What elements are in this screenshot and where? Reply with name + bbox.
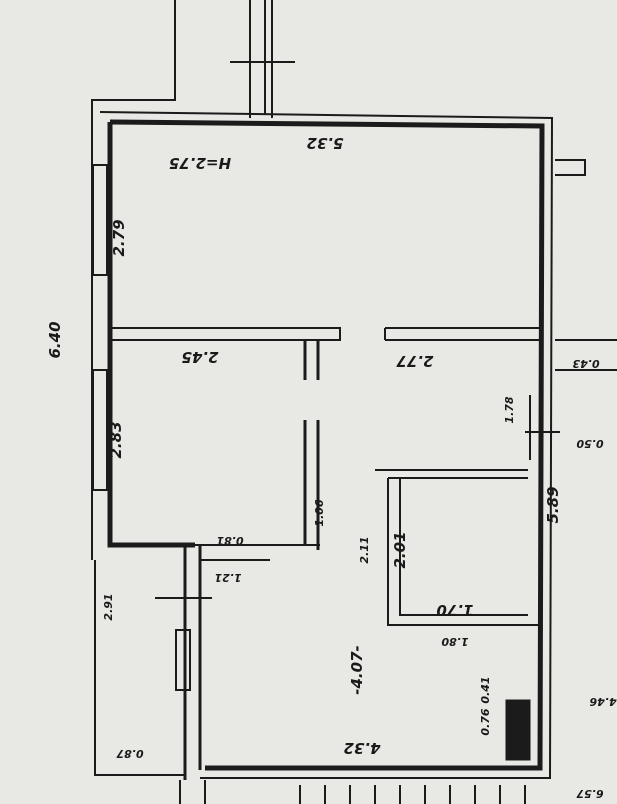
dimension-label: 1.80 <box>441 635 468 648</box>
exterior-wall <box>555 159 617 371</box>
dimension-label: 5.32 <box>306 134 343 152</box>
radiator <box>505 699 531 761</box>
dimension-label: 4.46 <box>589 695 617 708</box>
dimension-label: 1.78 <box>503 396 516 423</box>
side-room-wall <box>94 560 185 776</box>
kitchen-wall <box>183 545 202 780</box>
dimension-label: 0.41 <box>479 676 492 703</box>
corridor-wall <box>91 0 266 560</box>
window <box>175 629 191 691</box>
dimension-label: 0.76 <box>479 708 492 735</box>
dimension-label: 2.79 <box>110 219 128 256</box>
dimension-label: 2.01 <box>391 531 409 568</box>
dimension-labels: H=2.75 5.32 2.79 6.40 2.45 2.77 2.83 1.7… <box>46 134 617 800</box>
outer-wall <box>109 119 545 771</box>
outer-wall <box>107 122 195 548</box>
partition-wall <box>303 340 320 550</box>
ceiling-height-label: H=2.75 <box>169 154 231 172</box>
dimension-label: 5.89 <box>544 486 562 523</box>
dimension-label: 0.50 <box>576 437 603 450</box>
dimension-label: -4.07- <box>348 645 366 694</box>
dimension-label: 2.45 <box>181 348 218 366</box>
dimension-label: 1.06 <box>313 499 326 526</box>
dimension-label: 2.77 <box>396 352 434 370</box>
dimension-label: 2.11 <box>358 536 371 563</box>
dimension-label: 0.81 <box>216 534 243 547</box>
partition-wall <box>195 544 320 561</box>
window <box>92 164 108 276</box>
dimension-label: 6.40 <box>46 321 64 358</box>
closet-wall <box>375 469 538 626</box>
dimension-label: 0.43 <box>572 357 599 370</box>
outer-wall-outline <box>99 111 554 779</box>
walls <box>91 0 617 804</box>
dimension-label: 0.87 <box>116 747 143 760</box>
window <box>92 369 108 491</box>
partition-wall <box>112 327 341 341</box>
dimension-label: 4.32 <box>343 739 381 757</box>
dimension-label: 6.57 <box>576 787 603 800</box>
partition-wall <box>384 327 540 341</box>
dimension-tick <box>525 395 560 460</box>
dimension-label: 2.91 <box>102 593 115 620</box>
dimension-label: 2.83 <box>107 421 125 458</box>
corridor-wall <box>249 0 273 118</box>
balcony-railing <box>179 780 526 804</box>
dimension-label: 1.21 <box>214 571 241 584</box>
dimension-label: 1.70 <box>436 601 473 619</box>
